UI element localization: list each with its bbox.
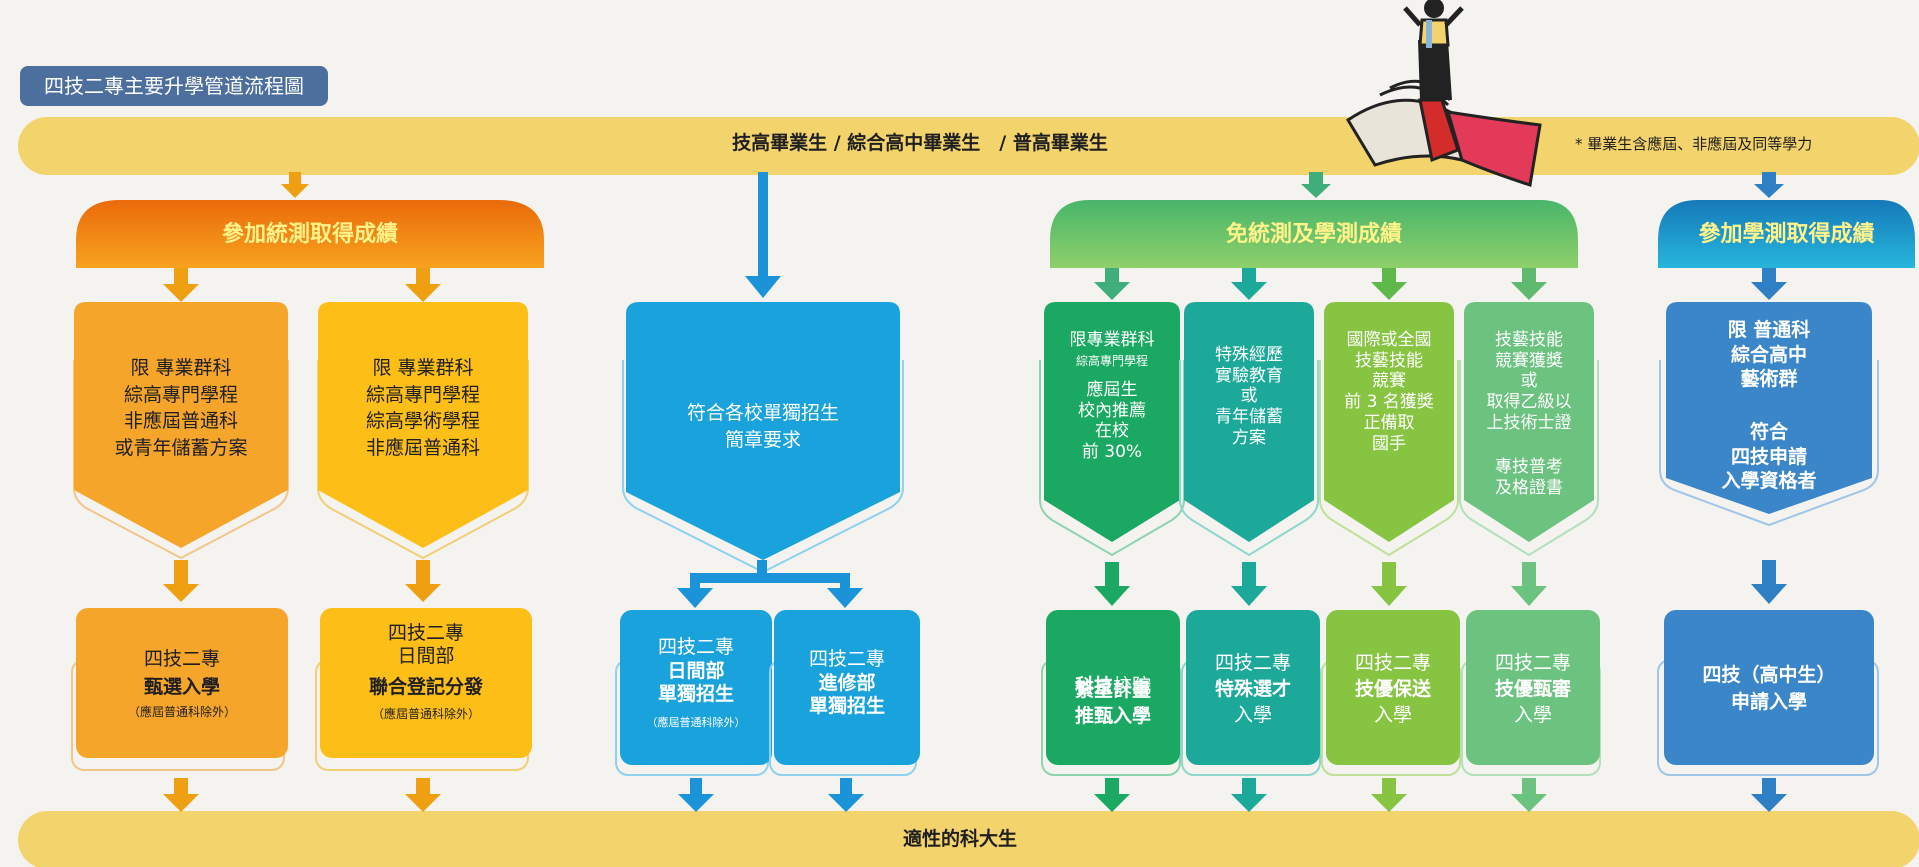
criteria-4-line1: 限專業群科 [1069, 330, 1155, 350]
outcome-box-8 [1466, 610, 1600, 765]
outcome-box-5 [1046, 610, 1180, 765]
arrow-c8-o9 [1762, 560, 1776, 586]
criteria-7-line1: 技藝技能 競賽獲獎 或 取得乙級以 上技術士證 [1486, 330, 1572, 433]
arrow-noexam-c5 [1242, 268, 1256, 284]
arrow-o3-bottom [690, 778, 702, 796]
criteria-box-5 [1184, 302, 1314, 542]
arrow-exam-from-top [281, 172, 309, 198]
outcome-6-main: 特殊選才 [1214, 678, 1291, 700]
arrow-gsat-from-top [1762, 172, 1776, 186]
arrow-c6-o7 [1382, 562, 1396, 588]
arrow-o6-bottom [1242, 778, 1256, 796]
page-title: 四技二專主要升學管道流程圖 [44, 74, 304, 98]
criteria-box-4 [1044, 302, 1180, 542]
arrow-c4-o5 [1105, 562, 1119, 588]
criteria-box-8 [1666, 302, 1872, 514]
header-exam [76, 200, 544, 268]
outcome-6-top: 四技二專 [1214, 652, 1291, 674]
outcome-box-4 [774, 610, 920, 765]
outcome-5-top-bold: 科技 [1074, 675, 1113, 698]
arrow-c7-o8 [1522, 562, 1536, 588]
header-exam-label: 參加統測取得成績 [221, 222, 398, 247]
arrow-c1-o1 [174, 560, 188, 586]
criteria-4-line2: 綜高專門學程 [1075, 354, 1148, 368]
outcome-box-6 [1186, 610, 1320, 765]
arrow-o5-bottom [1105, 778, 1119, 796]
outcome-box-3 [620, 610, 772, 765]
outcome-5-top-rest: 校院 [1113, 675, 1152, 698]
arrow-noexam-from-top [1309, 172, 1323, 186]
arrow-o1-bottom [174, 778, 188, 796]
arrow-c2-o2 [416, 560, 430, 586]
outcome-8-bottom: 入學 [1513, 704, 1552, 726]
arrow-exam-c1 [174, 268, 188, 288]
outcome-1-main: 甄選入學 [143, 676, 220, 698]
outcome-7-bottom: 入學 [1373, 704, 1412, 726]
outcome-9-text: 四技（高中生） 申請入學 [1702, 664, 1836, 713]
outcome-7-main: 技優保送 [1354, 678, 1431, 700]
outcome-8-top: 四技二專 [1494, 652, 1571, 674]
jumping-person-illustration [1345, 0, 1542, 187]
outcome-4-top: 四技二專 [808, 648, 885, 670]
title-tag [20, 66, 328, 106]
arrow-o8-bottom [1522, 778, 1536, 796]
arrow-o2-bottom [416, 778, 430, 796]
outcome-box-1 [76, 608, 288, 758]
outcome-2-top: 四技二專 日間部 [387, 622, 464, 668]
outcome-7-top: 四技二專 [1354, 652, 1431, 674]
outcome-6-bottom: 入學 [1233, 704, 1272, 726]
criteria-8-line2: 符合 四技申請 入學資格者 [1721, 421, 1817, 493]
top-bar-label: 技高畢業生 / 綜合高中畢業生 / 普高畢業生 [732, 132, 1108, 154]
criteria-box-3 [626, 302, 900, 560]
arrow-o7-bottom [1382, 778, 1396, 796]
outcome-8-main: 技優甄審 [1494, 678, 1571, 700]
arrow-c5-o6 [1242, 562, 1256, 588]
outcome-5-top: 科技校院 [1046, 652, 1180, 698]
outcome-box-9 [1664, 610, 1874, 765]
arrow-o4-bottom [840, 778, 852, 796]
criteria-box-1-outline [73, 360, 289, 560]
outcome-3-top: 四技二專 [657, 636, 734, 658]
bottom-bar-label: 適性的科大生 [902, 828, 1017, 850]
criteria-4-line3: 應屆生 校內推薦 在校 前 30% [1078, 380, 1146, 463]
arrow-exam-c2 [416, 268, 430, 288]
criteria-3-text: 符合各校單獨招生 簡章要求 [686, 402, 839, 451]
header-gsat [1658, 200, 1915, 268]
arrow-noexam-c6 [1382, 268, 1396, 284]
header-no-exam [1050, 200, 1578, 268]
outcome-4-main: 進修部 單獨招生 [808, 672, 885, 718]
arrow-split-blue [677, 560, 863, 608]
arrow-gsat-c8 [1762, 268, 1776, 284]
criteria-5-text: 特殊經歷 實驗教育 或 青年儲蓄 方案 [1215, 345, 1283, 448]
criteria-6-text: 國際或全國 技藝技能 競賽 前 3 名獲獎 正備取 國手 [1344, 330, 1434, 454]
outcome-1-top: 四技二專 [143, 648, 220, 670]
outcome-1-note: （應屆普通科除外） [127, 705, 236, 719]
outcome-3-note: （應屆普通科除外） [646, 716, 746, 729]
top-bar-note: * 畢業生含應屆、非應屆及同等學力 [1575, 135, 1813, 153]
outcome-2-main: 聯合登記分發 [368, 676, 483, 698]
header-no-exam-label: 免統測及學測成績 [1225, 222, 1402, 247]
criteria-box-6 [1324, 302, 1454, 542]
outcome-box-7 [1326, 610, 1460, 765]
header-gsat-label: 參加學測取得成績 [1698, 222, 1875, 247]
criteria-box-1 [74, 302, 288, 548]
line-top-to-c3 [758, 172, 768, 278]
criteria-7-line2: 專技普考 及格證書 [1495, 457, 1563, 498]
outcome-box-2 [320, 608, 532, 758]
arrow-noexam-c4 [1105, 268, 1119, 284]
outcome-2-note: （應屆普通科除外） [371, 707, 480, 721]
criteria-8-line1: 限 普通科 綜合高中 藝術群 [1727, 319, 1811, 391]
bottom-bar [18, 811, 1919, 867]
criteria-1-text: 限 專業群科 綜高專門學程 非應屆普通科 或青年儲蓄方案 [114, 357, 248, 459]
outcome-3-main: 日間部 單獨招生 [657, 660, 734, 706]
arrow-noexam-c7 [1522, 268, 1536, 284]
criteria-box-7 [1464, 302, 1594, 542]
outcome-5-main: 繁星計畫 推甄入學 [1074, 679, 1151, 727]
criteria-box-2 [318, 302, 528, 548]
arrow-o9-bottom [1762, 778, 1776, 796]
criteria-box-2-outline [317, 360, 529, 560]
criteria-2-text: 限 專業群科 綜高專門學程 綜高學術學程 非應屆普通科 [365, 357, 480, 459]
